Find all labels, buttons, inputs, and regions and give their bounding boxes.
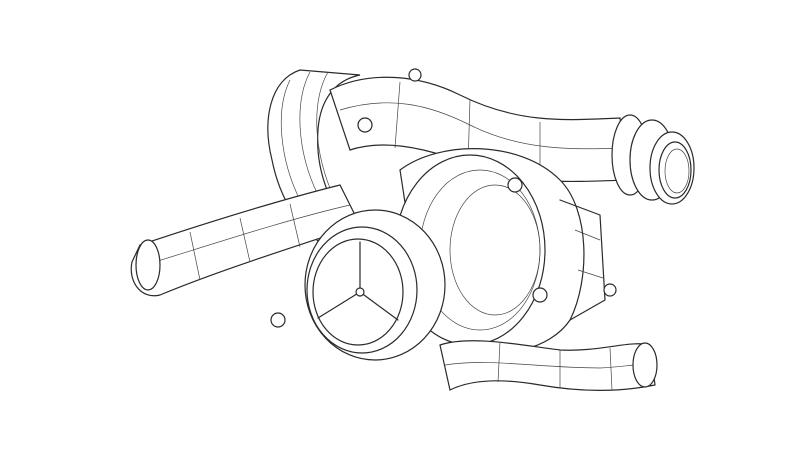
- compressor-inlet: [304, 209, 446, 361]
- bolts: [270, 68, 617, 328]
- bolt-icon: [408, 68, 422, 82]
- lower-pipe: [439, 340, 658, 391]
- bolt-icon: [270, 312, 286, 328]
- inlet-spokes: [317, 241, 399, 321]
- bolt-icon: [357, 117, 373, 133]
- bolt-icon: [507, 177, 523, 193]
- outlet-flange: [611, 114, 695, 205]
- left-arm-pipe: [130, 184, 361, 297]
- bolt-icon: [603, 283, 617, 297]
- bolt-icon: [532, 287, 548, 303]
